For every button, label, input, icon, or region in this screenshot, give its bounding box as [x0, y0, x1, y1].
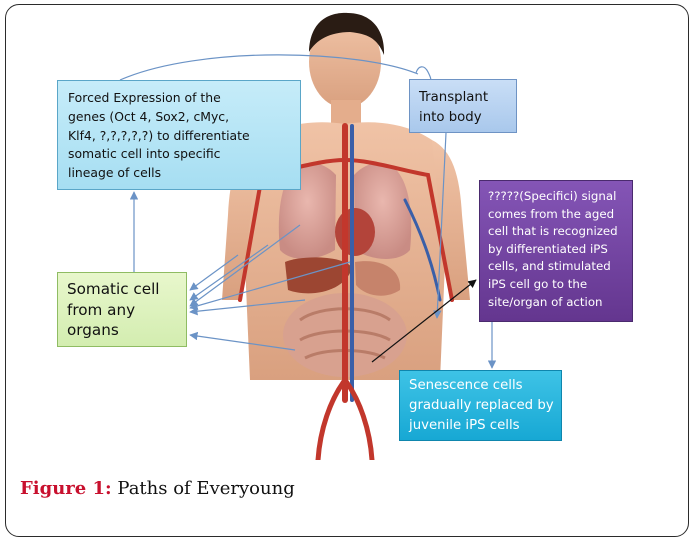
figure-caption: Figure 1: Paths of Everyoung — [20, 478, 295, 499]
somatic-cell-box: Somatic cell from any organs — [57, 272, 187, 347]
head — [309, 13, 384, 126]
transplant-box: Transplant into body — [409, 79, 517, 133]
caption-text: Paths of Everyoung — [112, 478, 295, 499]
figure-diagram: Forced Expression of the genes (Oct 4, S… — [0, 0, 694, 460]
signal-box: ?????(Specifici) signal comes from the a… — [479, 180, 633, 322]
senescence-box: Senescence cells gradually replaced by j… — [399, 370, 562, 441]
forced-expression-box: Forced Expression of the genes (Oct 4, S… — [57, 80, 301, 190]
caption-label: Figure 1: — [20, 478, 112, 499]
